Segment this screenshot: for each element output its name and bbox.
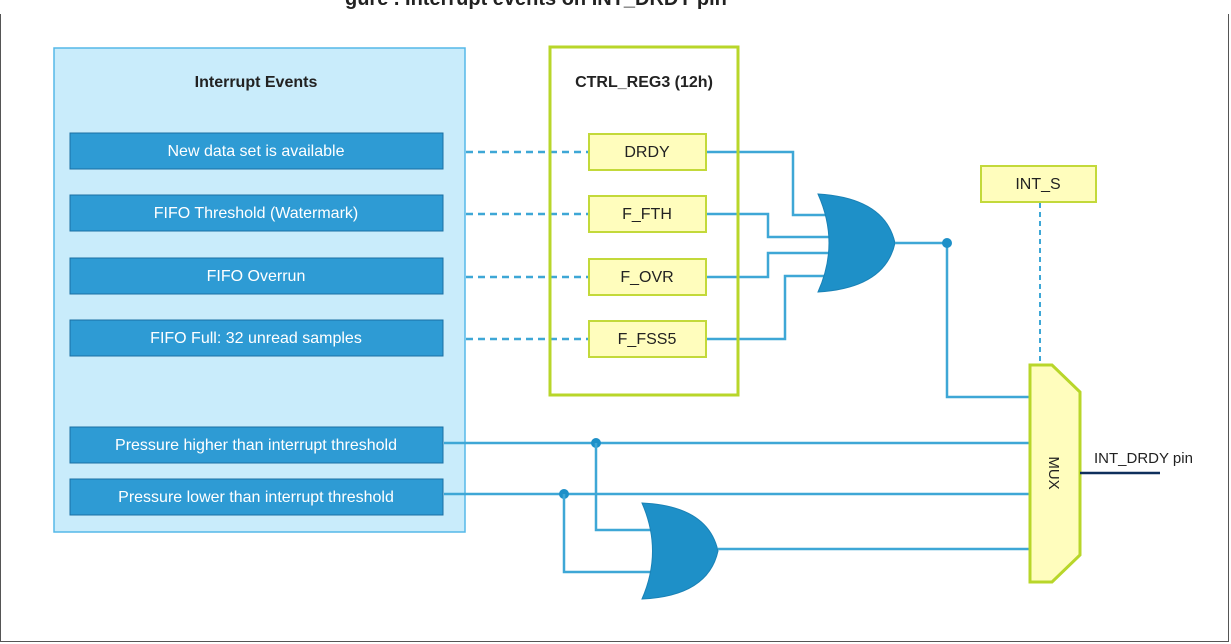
event-new-data: New data set is available (69, 132, 444, 170)
reg-bit-f-ovr (588, 258, 707, 296)
wire-high-to-or (594, 443, 652, 532)
wire-low-to-or (562, 494, 652, 574)
wire-drdy (706, 150, 828, 217)
event-pressure-high: Pressure higher than interrupt threshold (69, 426, 444, 464)
figure-caption-text: gure . Interrupt events on INT_DRDY pin (345, 0, 727, 11)
event-box (69, 194, 444, 232)
reg-bit-drdy (588, 133, 707, 171)
event-label: FIFO Threshold (Watermark) (154, 205, 358, 222)
event-box (69, 319, 444, 357)
event-box (69, 426, 444, 464)
reg-bit-f-fth (588, 195, 707, 233)
event-to-register-links (466, 150, 589, 341)
reg-bit-label: F_OVR (620, 269, 673, 286)
register-to-or-wires (706, 150, 838, 341)
ctrl-reg3: CTRL_REG3 (12h) DRDY F_FTH F_OVR F_FSS5 (548, 45, 740, 397)
output-label: INT_DRDY pin (1094, 450, 1193, 467)
event-label: FIFO Full: 32 unread samples (150, 330, 362, 347)
wire-or-fifo-to-mux (895, 241, 1030, 399)
event-fifo-overrun: FIFO Overrun (69, 257, 444, 295)
event-label: Pressure higher than interrupt threshold (115, 437, 397, 454)
event-label: Pressure lower than interrupt threshold (118, 489, 394, 506)
or-gate-fifo (817, 193, 896, 293)
figure-caption: gure . Interrupt events on INT_DRDY pin (0, 0, 1231, 14)
interrupt-events-title: Interrupt Events (195, 74, 318, 91)
interrupt-events-panel: Interrupt Events New data set is availab… (53, 47, 466, 533)
event-pressure-low: Pressure lower than interrupt threshold (69, 478, 444, 516)
event-label: New data set is available (168, 143, 345, 160)
wire-f-fss5 (706, 274, 828, 341)
wire-f-fth (706, 212, 838, 239)
ctrl-reg3-title: CTRL_REG3 (12h) (575, 74, 713, 91)
event-box (69, 257, 444, 295)
event-fifo-threshold: FIFO Threshold (Watermark) (69, 194, 444, 232)
reg-bit-f-fss5 (588, 320, 707, 358)
or-gate-pressure (641, 502, 719, 600)
reg-bit-label: F_FSS5 (618, 331, 677, 348)
reg-bit-label: F_FTH (622, 206, 672, 223)
reg-bit-label: DRDY (624, 144, 670, 161)
event-label: FIFO Overrun (207, 268, 306, 285)
junction-dot (942, 238, 952, 248)
event-box (69, 478, 444, 516)
int-s-box (980, 165, 1097, 203)
mux (1028, 363, 1082, 584)
ctrl-reg3-frame (548, 45, 740, 397)
event-box (69, 132, 444, 170)
wire-f-ovr (706, 251, 838, 279)
int-s-label: INT_S (1015, 176, 1060, 193)
mux-label: MUX (1045, 456, 1062, 489)
event-fifo-full: FIFO Full: 32 unread samples (69, 319, 444, 357)
